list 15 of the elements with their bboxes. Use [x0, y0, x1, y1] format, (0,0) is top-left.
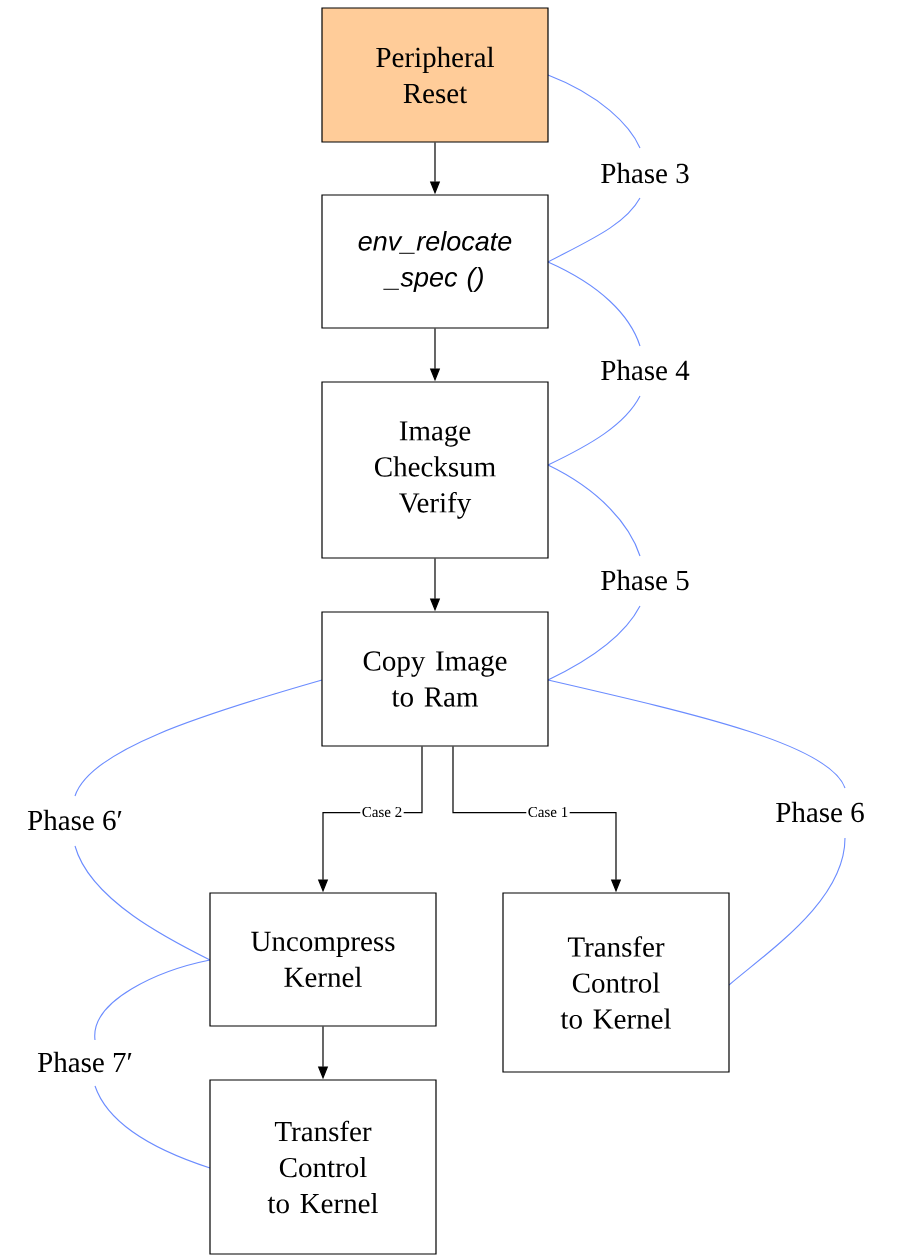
phase-label: Phase 6 — [776, 801, 864, 823]
process-box: Transfer Control to Kernel — [502, 892, 730, 1073]
process-box: env_relocate _spec () — [321, 194, 549, 329]
phase-label: Phase 4 — [601, 359, 690, 381]
process-box: Image Checksum Verify — [321, 381, 549, 559]
phase-label: Phase 3 — [601, 162, 689, 184]
process-box: Transfer Control to Kernel — [209, 1079, 437, 1255]
phase-label: Phase 7′ — [37, 1051, 132, 1073]
phase-label: Phase 5 — [601, 569, 689, 591]
process-box: Peripheral Reset — [321, 7, 549, 143]
edge-label: Case 2 — [360, 805, 404, 819]
process-box: Uncompress Kernel — [209, 892, 437, 1027]
process-box: Copy Image to Ram — [321, 611, 549, 747]
phase-label: Phase 6′ — [27, 809, 122, 831]
edge-label: Case 1 — [526, 805, 570, 819]
